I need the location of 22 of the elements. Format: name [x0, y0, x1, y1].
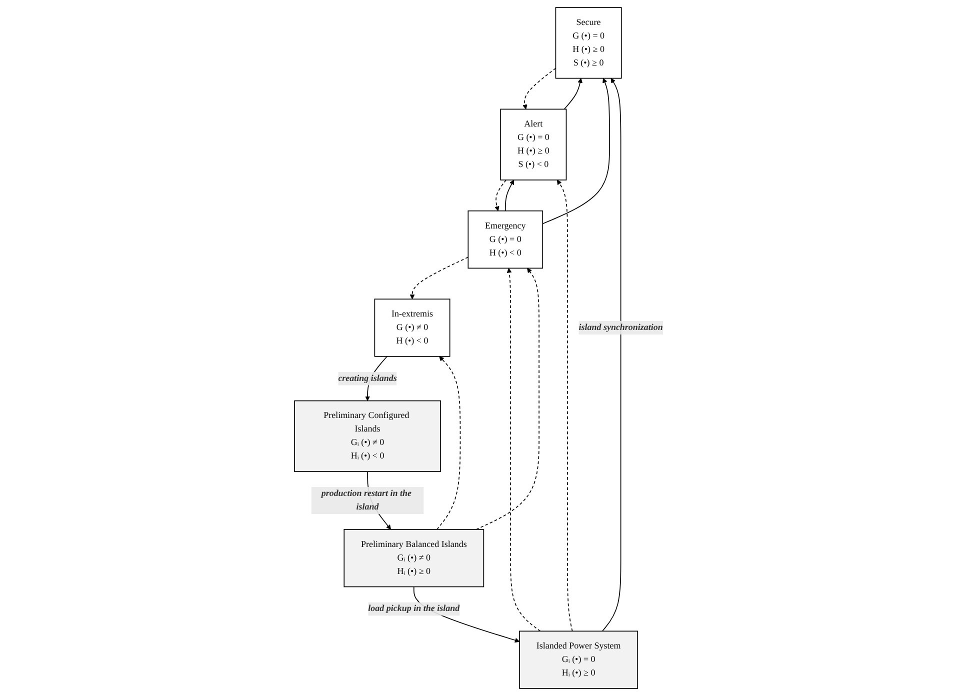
- node-box: Emergency G (•) = 0 H (•) < 0: [468, 210, 544, 268]
- arrow: [410, 256, 469, 299]
- arrow: [436, 356, 461, 530]
- arrow: [494, 179, 507, 211]
- arrow: [507, 267, 541, 632]
- node-box: Preliminary Balanced Islands Gᵢ (•) ≠ 0 Hᵢ (•) ≥ 0: [344, 528, 484, 587]
- edge-label: load pickup in the island: [368, 603, 460, 613]
- node-box: Preliminary Configured Islands Gᵢ (•) ≠ 0 Hᵢ (•) < 0: [294, 400, 442, 472]
- arrow: [602, 78, 622, 632]
- node-box: In-extremis G (•) ≠ 0 H (•) < 0: [374, 298, 451, 356]
- arrow: [542, 78, 610, 224]
- node-box: Secure G (•) = 0 H (•) ≥ 0 S (•) ≥ 0: [556, 6, 622, 78]
- arrow: [564, 78, 583, 110]
- arrow: [557, 179, 574, 632]
- edge-label: creating islands: [338, 373, 398, 383]
- edge-label: island synchronization: [579, 322, 664, 332]
- node-box: Islanded Power System Gᵢ (•) = 0 Hᵢ (•) ≥ 0: [519, 630, 638, 688]
- arrow: [522, 67, 556, 109]
- edge-label: production restart in the island: [322, 488, 412, 512]
- node-box: Alert G (•) = 0 H (•) ≥ 0 S (•) < 0: [500, 108, 567, 180]
- arrow: [476, 267, 540, 530]
- arrow: [505, 179, 514, 211]
